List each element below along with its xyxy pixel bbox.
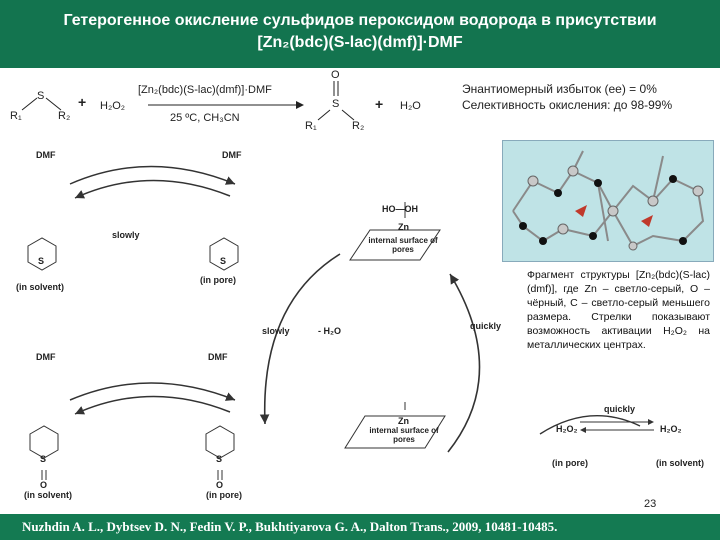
cycle-right-arc	[447, 273, 481, 453]
quickly-label-right: quickly	[604, 404, 636, 414]
in-pore-bottom: (in pore)	[206, 490, 242, 500]
sulfide-s-atom: S	[37, 90, 45, 102]
product-r1: R₁	[305, 120, 317, 132]
thiane-ring-br	[205, 425, 235, 459]
in-pore-right: (in pore)	[552, 458, 588, 468]
in-pore-top: (in pore)	[200, 275, 236, 285]
in-solvent-bottom: (in solvent)	[24, 490, 73, 500]
slowly-arrow-back	[74, 179, 231, 199]
thiane-ring-tr	[209, 237, 239, 271]
s-label-bottom-left: S	[40, 454, 47, 464]
ee-text: Энантиомерный избыток (ee) = 0%	[462, 82, 657, 96]
title-line-2: [Zn₂(bdc)(S-lac)(dmf)]·DMF	[257, 34, 463, 51]
slowly-label-top: slowly	[112, 230, 140, 240]
citation-footer: Nuzhdin A. L., Dybtsev D. N., Fedin V. P…	[22, 519, 558, 534]
zn-bottom-label: Zn	[398, 416, 409, 426]
product-r2: R₂	[352, 120, 365, 132]
equilibrium-arrows	[539, 415, 654, 435]
surface-bot	[344, 415, 446, 449]
title-line-1: Гетерогенное окисление сульфидов перокси…	[63, 12, 657, 29]
o-label-bottom-left: O	[40, 480, 48, 490]
slowly-arrow-forward	[69, 165, 236, 185]
hooh-label: HO—OH	[382, 204, 418, 214]
catalyst-label: [Zn₂(bdc)(S-lac)(dmf)]·DMF	[138, 84, 272, 96]
dmf-bottom-right: DMF	[208, 352, 228, 362]
bottom-swirl-back	[74, 395, 231, 415]
cycle-diagram	[27, 165, 481, 480]
surface-bottom-label: internal surface of pores	[369, 426, 439, 444]
crystal-caption: Фрагмент структуры [Zn₂(bdc)(S-lac)(dmf)…	[527, 269, 710, 351]
h2o2-left-label: H₂O₂	[556, 424, 578, 434]
h2o2-right-label: H₂O₂	[660, 424, 682, 434]
o-label-bottom-right: O	[216, 480, 224, 490]
reagent-h2o2: H₂O₂	[100, 100, 126, 112]
sulfide-r1: R₁	[10, 110, 22, 122]
minus-h2o-label: - H₂O	[318, 326, 341, 336]
quickly-label-mid: quickly	[470, 321, 502, 331]
reaction-plus: +	[78, 94, 87, 110]
slide-title: Гетерогенное окисление сульфидов перокси…	[0, 0, 720, 68]
s-label-left: S	[38, 256, 45, 266]
sulfide-r2: R₂	[58, 110, 71, 122]
surface-top	[349, 229, 441, 261]
reaction-plus-2: +	[375, 96, 384, 112]
dmf-top-left: DMF	[36, 150, 56, 160]
slowly-label-mid: slowly	[262, 326, 290, 336]
product-s-atom: S	[332, 98, 340, 110]
page-number: 23	[644, 498, 657, 510]
dmf-top-right: DMF	[222, 150, 242, 160]
bottom-swirl-forward	[69, 382, 236, 401]
thiane-ring-bl	[29, 425, 59, 459]
crystal-structure-image	[502, 140, 714, 262]
selectivity-text: Селективность окисления: до 98-99%	[462, 98, 673, 112]
s-label-bottom-right: S	[216, 454, 223, 464]
product-o-atom: O	[331, 69, 340, 81]
surface-top-label: internal surface of pores	[368, 236, 438, 254]
s-label-right: S	[220, 256, 227, 266]
in-solvent-right: (in solvent)	[656, 458, 705, 468]
conditions-label: 25 ºC, CH₃CN	[170, 112, 240, 124]
product-h2o: H₂O	[400, 100, 421, 112]
zn-top-label: Zn	[398, 222, 409, 232]
dmf-bottom-left: DMF	[36, 352, 56, 362]
cycle-left-arc	[259, 253, 341, 425]
content-panel: S R₁ R₂ + H₂O₂ [Zn₂(bdc)(S-lac)(dmf)]·DM…	[0, 68, 720, 514]
thiane-ring-tl	[27, 237, 57, 271]
in-solvent-top: (in solvent)	[16, 282, 65, 292]
reaction-scheme-bonds	[21, 81, 355, 121]
